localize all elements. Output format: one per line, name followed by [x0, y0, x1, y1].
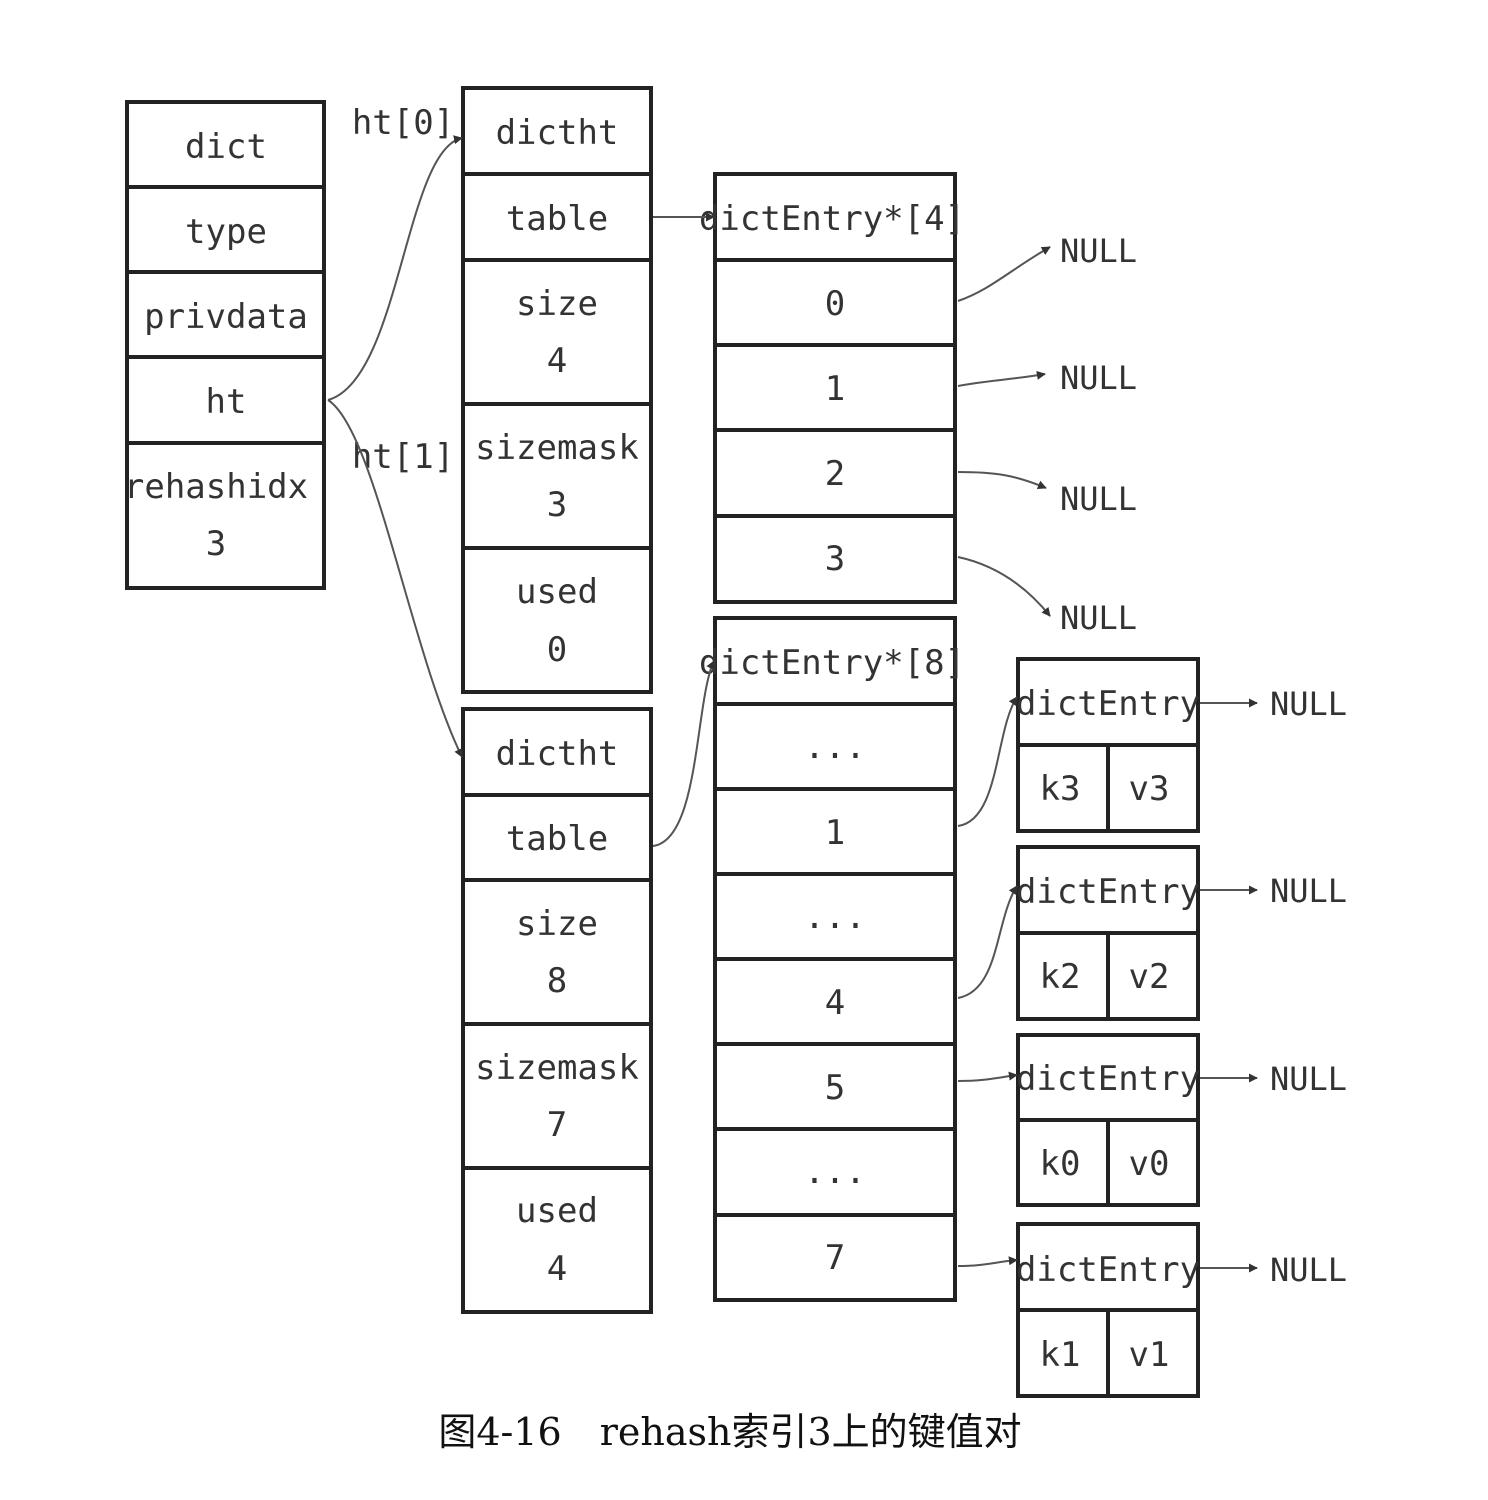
- ht0-pointer-label: ht[0]: [352, 103, 454, 143]
- arrow-slot5-to-k0: [957, 1071, 1018, 1082]
- arrow-slot1-null: [957, 370, 1046, 387]
- arrow-slot4-to-k2: [957, 885, 1018, 999]
- null-label-slot2: NULL: [1060, 480, 1137, 518]
- arrow-slot7-to-k1: [957, 1256, 1018, 1267]
- dict-field-rehashidx-label: rehashidx: [124, 467, 308, 507]
- entry-1-key: k2: [1040, 957, 1081, 997]
- entry-1-value: v2: [1129, 957, 1170, 997]
- null-label-slot3: NULL: [1060, 599, 1137, 637]
- array4-slot-3: 3: [825, 539, 845, 579]
- entry-0-value: v3: [1129, 769, 1170, 809]
- array8-slot-ellipsis-c: ...: [804, 1152, 865, 1192]
- arrow-ht-to-ht1: [327, 399, 463, 758]
- array4-slot-2: 2: [825, 454, 845, 494]
- dict-entry-k2: dictEntry k2 v2: [1016, 845, 1200, 1021]
- null-label-slot1: NULL: [1060, 359, 1137, 397]
- dict-entry-k0: dictEntry k0 v0: [1016, 1033, 1200, 1207]
- array8-title: dictEntry*[8]: [699, 643, 965, 683]
- dict-field-type: type: [185, 212, 267, 252]
- entry-2-key: k0: [1040, 1144, 1081, 1184]
- arrow-slot0-null: [957, 246, 1051, 302]
- arrow-slot3-null: [957, 556, 1051, 617]
- arrow-ht1-table-to-array8: [652, 660, 715, 847]
- null-label-k0: NULL: [1270, 1060, 1347, 1098]
- array8-slot-4: 4: [825, 983, 845, 1023]
- ht0-table: table: [506, 199, 608, 239]
- entry-1-title: dictEntry: [1016, 872, 1200, 912]
- array4-title: dictEntry*[4]: [699, 199, 965, 239]
- ht1-size-value: 8: [547, 961, 567, 1001]
- entry-2-title: dictEntry: [1016, 1059, 1200, 1099]
- dict-entry-k3: dictEntry k3 v3: [1016, 657, 1200, 833]
- entry-3-key: k1: [1040, 1335, 1081, 1375]
- array8-slot-ellipsis-b: ...: [804, 897, 865, 937]
- array8-slot-7: 7: [825, 1238, 845, 1278]
- dict-field-rehashidx-value: 3: [206, 524, 226, 564]
- entry-2-value: v0: [1129, 1144, 1170, 1184]
- entry-3-title: dictEntry: [1016, 1250, 1200, 1290]
- arrow-slot2-null: [957, 471, 1047, 490]
- null-label-k2: NULL: [1270, 872, 1347, 910]
- null-label-k1: NULL: [1270, 1251, 1347, 1289]
- ht1-size-label: size: [516, 904, 598, 944]
- array-4: dictEntry*[4] 0 1 2 3: [699, 172, 965, 604]
- arrow-slot1-to-k3: [957, 696, 1018, 827]
- array8-slot-ellipsis-a: ...: [804, 727, 865, 767]
- ht0-sizemask-value: 3: [547, 485, 567, 525]
- array8-slot-5: 5: [825, 1068, 845, 1108]
- null-label-k3: NULL: [1270, 685, 1347, 723]
- entry-0-title: dictEntry: [1016, 684, 1200, 724]
- dict-struct: dict type privdata ht rehashidx 3: [124, 100, 326, 590]
- pointer-arrows: [327, 135, 1258, 1273]
- dictht-ht1: dictht table size 8 sizemask 7 used 4: [461, 707, 653, 1314]
- ht1-table: table: [506, 819, 608, 859]
- ht0-size-label: size: [516, 284, 598, 324]
- ht1-used-value: 4: [547, 1249, 567, 1289]
- array4-slot-1: 1: [825, 369, 845, 409]
- array4-slot-0: 0: [825, 284, 845, 324]
- dict-title: dict: [185, 127, 267, 167]
- ht0-size-value: 4: [547, 341, 567, 381]
- array-8: dictEntry*[8] ... 1 ... 4 5 ... 7: [699, 616, 965, 1302]
- dictht-ht0: dictht table size 4 sizemask 3 used 0: [461, 86, 653, 694]
- figure-caption: 图4-16 rehash索引3上的键值对: [438, 1410, 1021, 1454]
- ht1-used-label: used: [516, 1191, 598, 1231]
- arrow-ht-to-ht0: [327, 135, 463, 401]
- ht0-title: dictht: [496, 113, 619, 153]
- ht1-sizemask-label: sizemask: [475, 1048, 639, 1088]
- entry-0-key: k3: [1040, 769, 1081, 809]
- ht0-sizemask-label: sizemask: [475, 428, 639, 468]
- ht1-title: dictht: [496, 734, 619, 774]
- dict-field-ht: ht: [206, 382, 247, 422]
- entry-3-value: v1: [1129, 1335, 1170, 1375]
- dict-entry-k1: dictEntry k1 v1: [1016, 1222, 1200, 1398]
- ht1-sizemask-value: 7: [547, 1105, 567, 1145]
- ht0-used-value: 0: [547, 630, 567, 670]
- dict-field-privdata: privdata: [144, 297, 308, 337]
- array8-slot-1: 1: [825, 813, 845, 853]
- null-label-slot0: NULL: [1060, 232, 1137, 270]
- ht0-used-label: used: [516, 572, 598, 612]
